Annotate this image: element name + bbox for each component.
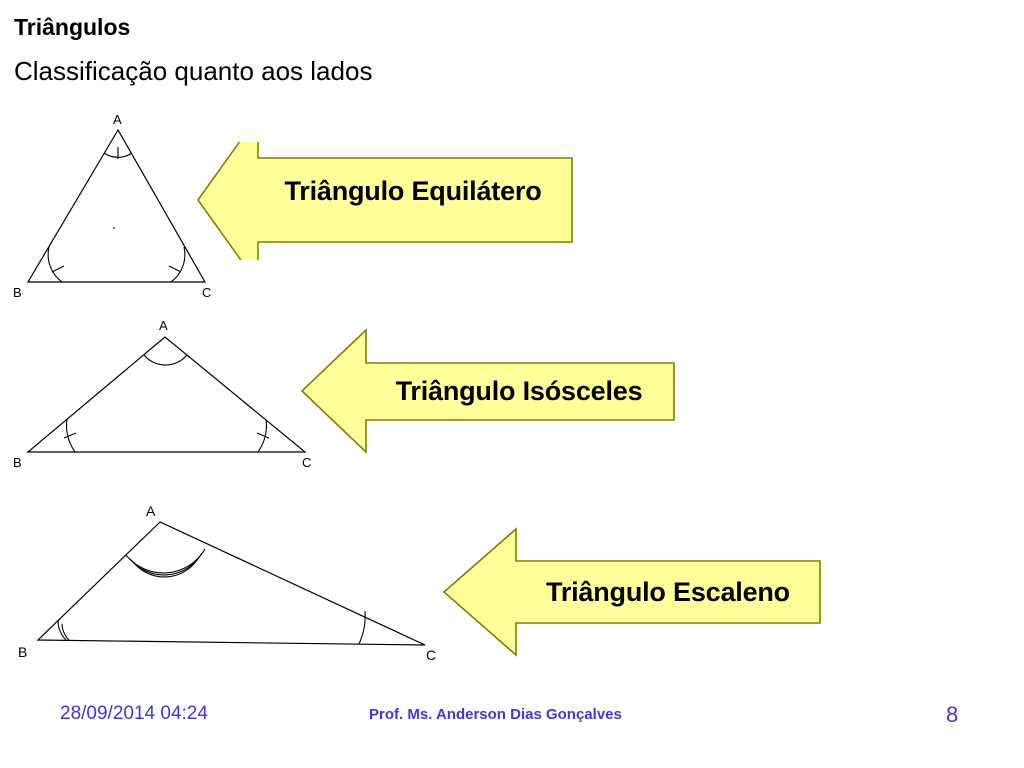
page-title: Triângulos <box>14 14 131 40</box>
banner-label-isosceles: Triângulo Isósceles <box>395 376 643 406</box>
banner-arrow-shape <box>442 527 821 657</box>
angle-arc-a-3 <box>133 556 200 578</box>
vertex-label-b: B <box>13 285 22 300</box>
figure-equilateral-triangle: A B C <box>0 110 230 300</box>
angle-tick-b <box>51 265 65 273</box>
triangle-outline <box>26 128 207 283</box>
angle-arc-c <box>358 610 366 645</box>
angle-arc-b-1 <box>57 619 67 641</box>
vertex-label-b: B <box>18 644 27 660</box>
triangle-outline <box>36 521 426 646</box>
footer-timestamp: 28/09/2014 04:24 <box>60 703 208 724</box>
angle-arc-a-1 <box>125 548 206 574</box>
angle-arc-b-2 <box>61 623 70 641</box>
triangle-outline <box>26 336 307 453</box>
banner-scalene[interactable]: Triângulo Escaleno <box>442 527 824 657</box>
vertex-label-c: C <box>302 455 311 470</box>
angle-tick-b <box>63 432 77 439</box>
banner-arrow-shape <box>300 328 675 454</box>
angle-arc-b <box>47 246 63 283</box>
banner-arrow-shape <box>197 142 573 260</box>
page-subtitle: Classificação quanto aos lados <box>14 56 373 86</box>
angle-tick-c <box>168 265 182 273</box>
banner-label-equilateral: Triângulo Equilátero <box>284 175 542 206</box>
angle-tick-c <box>256 432 270 439</box>
vertex-label-a: A <box>113 112 122 127</box>
vertex-label-c: C <box>202 285 211 300</box>
banner-label-scalene: Triângulo Escaleno <box>546 576 790 607</box>
footer-page-number: 8 <box>946 702 959 727</box>
vertex-label-b: B <box>13 455 22 470</box>
angle-arc-c <box>170 246 186 283</box>
vertex-label-a: A <box>146 503 156 519</box>
vertex-label-a: A <box>159 318 168 333</box>
banner-equilateral[interactable]: Triângulo Equilátero <box>196 142 576 260</box>
interior-dot <box>113 227 115 229</box>
banner-isosceles[interactable]: Triângulo Isósceles <box>300 328 680 454</box>
footer-author: Prof. Ms. Anderson Dias Gonçalves <box>369 706 622 723</box>
figure-isosceles-triangle: A B C <box>0 315 330 475</box>
vertex-label-c: C <box>426 647 436 663</box>
angle-arc-a <box>143 354 188 366</box>
figure-scalene-triangle: A B C <box>0 500 460 665</box>
